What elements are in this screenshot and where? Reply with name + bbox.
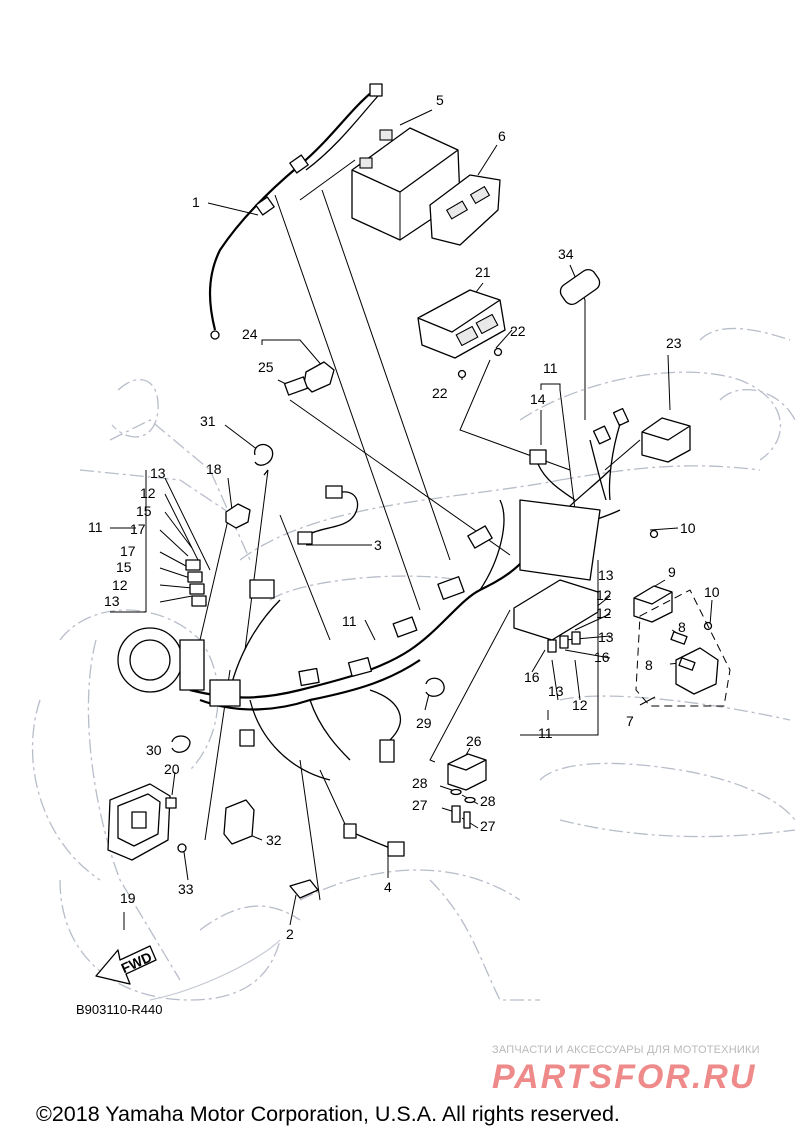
callout-13d: 13 <box>598 629 614 645</box>
callout-23: 23 <box>666 335 682 351</box>
callout-28a: 28 <box>412 775 428 791</box>
callout-15b: 15 <box>116 559 132 575</box>
part-24-25-connectors <box>283 361 335 396</box>
callout-13c: 13 <box>598 567 614 583</box>
callout-31: 31 <box>200 413 216 429</box>
part-29-clamp <box>425 677 445 697</box>
part-7-switch-assembly <box>635 589 731 707</box>
callout-12d: 12 <box>596 605 612 621</box>
part-30-clamp <box>171 735 191 753</box>
callout-14: 14 <box>530 391 546 407</box>
callout-17a: 17 <box>130 521 146 537</box>
callout-13e: 13 <box>548 683 564 699</box>
diagram-reference-code: B903110-R440 <box>76 1002 163 1017</box>
part-21-ecu <box>417 289 506 379</box>
callout-12a: 12 <box>140 485 156 501</box>
callout-numbers: 1 2 3 4 5 6 7 8 8 9 10 10 11 11 11 11 12… <box>88 92 720 942</box>
fwd-label: FWD <box>119 949 155 977</box>
callout-27b: 27 <box>480 818 496 834</box>
callout-19: 19 <box>120 890 136 906</box>
callout-5: 5 <box>436 92 444 108</box>
callout-18: 18 <box>206 461 222 477</box>
callout-27a: 27 <box>412 797 428 813</box>
callout-10a: 10 <box>680 520 696 536</box>
callout-28b: 28 <box>480 793 496 809</box>
callout-2: 2 <box>286 926 294 942</box>
part-20-bolt <box>165 797 177 809</box>
callout-29: 29 <box>416 715 432 731</box>
watermark-caption: ЗАПЧАСТИ И АКСЕССУАРЫ ДЛЯ МОТОТЕХНИКИ <box>492 1044 760 1056</box>
callout-11d: 11 <box>538 725 553 741</box>
callout-16a: 16 <box>594 649 610 665</box>
part-34-fuse <box>559 269 601 305</box>
callout-22b: 22 <box>432 385 448 401</box>
forward-direction-arrow: FWD <box>95 945 157 985</box>
main-wire-harness <box>189 469 621 781</box>
part-27-28-bolts-washers <box>450 788 476 829</box>
callout-21: 21 <box>475 264 491 280</box>
watermark-logo: PARTSFOR.RU <box>492 1058 757 1096</box>
part-9-relay <box>633 585 673 623</box>
part-23-relay <box>641 417 691 463</box>
callout-22a: 22 <box>510 323 526 339</box>
callout-15a: 15 <box>136 503 152 519</box>
callout-17b: 17 <box>120 543 136 559</box>
callout-13a: 13 <box>150 465 166 481</box>
callout-8b: 8 <box>645 657 653 673</box>
part-33-bolt <box>177 843 187 853</box>
callout-26: 26 <box>466 733 482 749</box>
callout-24: 24 <box>242 326 258 342</box>
part-19-unit <box>107 783 171 861</box>
callout-6: 6 <box>498 128 506 144</box>
callout-13b: 13 <box>104 593 120 609</box>
callout-11b: 11 <box>342 613 357 629</box>
part-18-coupler <box>225 503 251 529</box>
copyright-notice: ©2018 Yamaha Motor Corporation, U.S.A. A… <box>36 1102 620 1126</box>
callout-8a: 8 <box>678 619 686 635</box>
callout-11a: 11 <box>88 519 103 535</box>
part-6-battery-band <box>429 174 501 246</box>
callout-34: 34 <box>558 246 574 262</box>
callout-12b: 12 <box>112 577 128 593</box>
part-11-fuse-block-right <box>513 579 599 653</box>
callout-33: 33 <box>178 881 194 897</box>
part-14-connector <box>529 407 630 501</box>
part-1-battery-lead <box>208 83 383 340</box>
part-3-sensor-lead <box>297 485 359 545</box>
callout-3: 3 <box>374 537 382 553</box>
callout-9: 9 <box>668 564 676 580</box>
headlight-connector-cluster <box>117 559 207 693</box>
callout-1: 1 <box>192 194 200 210</box>
part-26-relay <box>447 753 487 791</box>
callout-4: 4 <box>384 879 392 895</box>
callout-12c: 12 <box>596 587 612 603</box>
callout-20: 20 <box>164 761 180 777</box>
callout-25: 25 <box>258 359 274 375</box>
part-10-screws <box>649 529 713 631</box>
callout-11c: 11 <box>543 360 558 376</box>
callout-10b: 10 <box>704 584 720 600</box>
part-2-sensor <box>289 879 319 899</box>
callout-32: 32 <box>266 832 282 848</box>
part-32-cover <box>223 799 255 845</box>
callout-12e: 12 <box>572 697 588 713</box>
motorcycle-ghost-outline <box>31 327 796 1001</box>
callout-30: 30 <box>146 742 162 758</box>
callout-7: 7 <box>626 713 634 729</box>
part-4-lead <box>343 823 405 857</box>
callout-16b: 16 <box>524 669 540 685</box>
part-31-band <box>253 443 274 476</box>
